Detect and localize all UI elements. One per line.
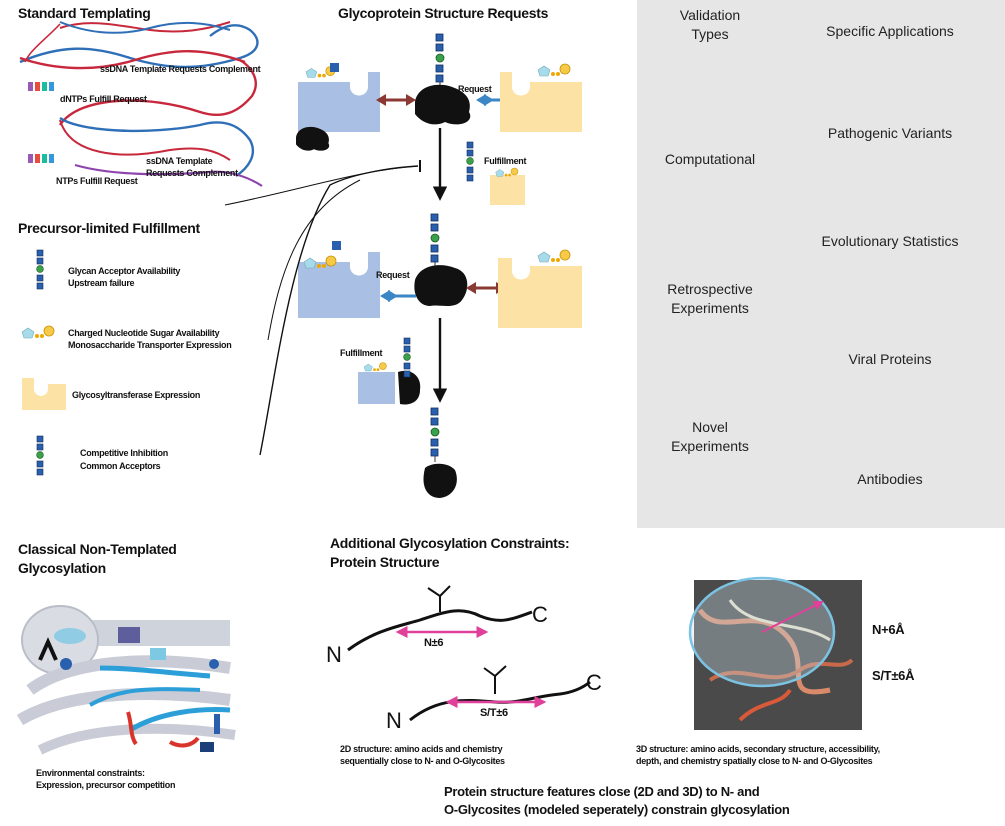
- constraints-title-line2: Protein Structure: [330, 554, 440, 570]
- fulfillment-2-complex: [358, 337, 421, 405]
- antibodies-label: Antibodies: [857, 471, 923, 487]
- legend-competitive-inhibition: [36, 435, 44, 476]
- inhibition-curve-3: [267, 179, 361, 341]
- classical-caption-line2: Expression, precursor competition: [36, 780, 176, 790]
- n-terminus-label-2: N: [386, 708, 402, 733]
- dna-helix-bottom: [59, 58, 263, 187]
- classical-caption-line1: Environmental constraints:: [36, 768, 145, 778]
- classical-title-line2: Glycosylation: [18, 560, 106, 576]
- legend-glycosyltransferase: [22, 378, 66, 410]
- glycoprotein-1: [415, 33, 471, 125]
- n-terminus-label-1: N: [326, 642, 342, 667]
- precursor-item2-line2: Monosaccharide Transporter Expression: [68, 340, 232, 350]
- arrow-blue-2: [380, 290, 416, 302]
- precursor-item1-line2: Upstream failure: [68, 278, 135, 288]
- constraints-title-line1: Additional Glycosylation Constraints:: [330, 535, 570, 551]
- caption-2d-line2: sequentially close to N- and O-Glycosite…: [340, 756, 505, 766]
- standard-templating-title: Standard Templating: [18, 5, 151, 21]
- retrospective-label-line1: Retrospective: [667, 281, 753, 297]
- classical-title-line1: Classical Non-Templated: [18, 541, 177, 557]
- protein-chain-2d-1: [347, 585, 533, 652]
- rna-template-label-2: Requests Complement: [146, 168, 238, 178]
- enzyme-yellow-2: [498, 249, 582, 328]
- retrospective-label: Retrospective Experiments: [640, 280, 780, 318]
- legend-nucleotide-sugar: [21, 325, 55, 339]
- summary-line2: O-Glycosites (modeled seperately) constr…: [444, 802, 790, 817]
- dna-template-label: ssDNA Template Requests Complement: [100, 64, 261, 74]
- protein-structure-3d: [688, 576, 862, 730]
- classical-title: Classical Non-Templated Glycosylation: [18, 540, 177, 578]
- glycoprotein-final: [423, 407, 457, 498]
- validation-types-title: Validation Types: [660, 6, 760, 44]
- dntp-label: dNTPs Fulfill Request: [60, 94, 147, 104]
- validation-types-title-line1: Validation: [679, 7, 741, 23]
- caption-3d-line1: 3D structure: amino acids, secondary str…: [636, 744, 880, 754]
- label-3d-st: S/T±6Å: [872, 668, 915, 683]
- ntp-label: NTPs Fulfill Request: [56, 176, 138, 186]
- computational-label: Computational: [664, 151, 756, 167]
- rna-template-label-1: ssDNA Template: [146, 156, 213, 166]
- glycoprotein-2: [414, 213, 468, 306]
- retrospective-label-line2: Experiments: [671, 300, 749, 316]
- viral-proteins-label: Viral Proteins: [848, 351, 932, 367]
- pathogenic-variants-label: Pathogenic Variants: [827, 125, 953, 141]
- legend-glycan-acceptor: [36, 249, 44, 290]
- dntp-icons: [28, 82, 54, 163]
- enzyme-yellow-1: [500, 63, 582, 132]
- validation-panel: [637, 0, 1005, 528]
- novel-label-line2: Experiments: [671, 438, 749, 454]
- range-label-2: S/T±6: [480, 707, 508, 719]
- golgi-er-cell: [16, 605, 236, 755]
- novel-label: Novel Experiments: [640, 418, 780, 456]
- c-terminus-label-2: C: [586, 670, 602, 695]
- enzyme-blue-2: [298, 241, 380, 318]
- precursor-item4-line2: Common Acceptors: [80, 461, 161, 471]
- fulfillment-1-complex: [296, 126, 525, 205]
- fulfillment-label-1: Fulfillment: [484, 156, 527, 166]
- protein-chain-2d-2: [409, 665, 591, 722]
- dna-helix-top: [19, 21, 259, 70]
- request-label-2: Request: [376, 270, 410, 280]
- arrow-brown-1: [376, 94, 416, 106]
- fulfillment-label-2: Fulfillment: [340, 348, 383, 358]
- precursor-item4-line1: Competitive Inhibition: [80, 448, 168, 458]
- caption-2d-line1: 2D structure: amino acids and chemistry: [340, 744, 503, 754]
- specific-applications-title: Specific Applications: [826, 23, 954, 39]
- precursor-item2-line1: Charged Nucleotide Sugar Availability: [68, 328, 220, 338]
- enzyme-blue-1: [298, 63, 380, 132]
- caption-3d-line2: depth, and chemistry spatially close to …: [636, 756, 873, 766]
- validation-types-title-line2: Types: [691, 26, 729, 42]
- evolutionary-statistics-label: Evolutionary Statistics: [821, 233, 959, 249]
- precursor-item1-line1: Glycan Acceptor Availability: [68, 266, 181, 276]
- summary-line1: Protein structure features close (2D and…: [444, 784, 760, 799]
- glycoprotein-title: Glycoprotein Structure Requests: [338, 5, 549, 21]
- request-label-1: Request: [458, 84, 492, 94]
- label-3d-n: N+6Å: [872, 622, 905, 637]
- constraints-title: Additional Glycosylation Constraints: Pr…: [330, 534, 570, 572]
- precursor-item3-line1: Glycosyltransferase Expression: [72, 390, 201, 400]
- c-terminus-label-1: C: [532, 602, 548, 627]
- range-label-1: N±6: [424, 637, 444, 649]
- novel-label-line1: Novel: [692, 419, 728, 435]
- precursor-title: Precursor-limited Fulfillment: [18, 220, 200, 236]
